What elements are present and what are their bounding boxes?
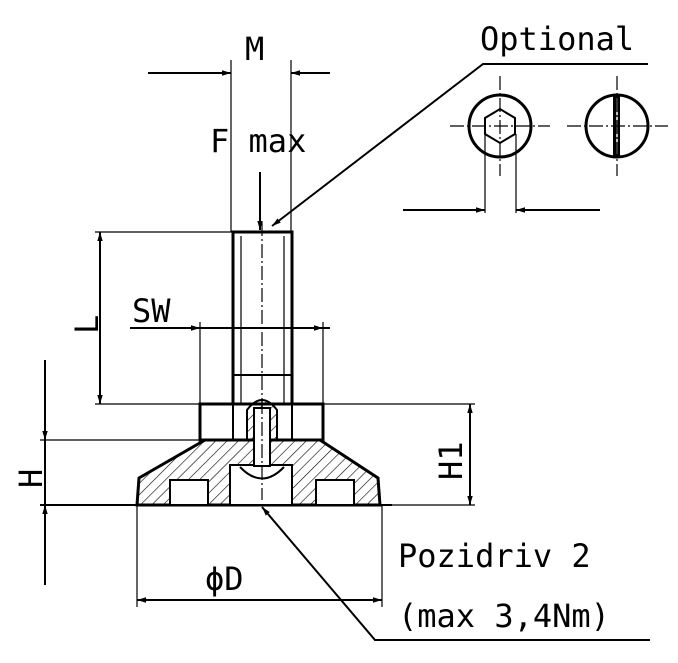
label-pozidriv: Pozidriv 2 xyxy=(398,537,591,575)
optional-leader xyxy=(271,63,648,227)
dimension-sw xyxy=(130,322,330,404)
dimension-m xyxy=(148,60,330,232)
dimension-d xyxy=(136,505,383,607)
label-optional: Optional xyxy=(480,20,634,58)
slotted-head-view xyxy=(567,76,668,176)
label-diameter-d: ϕD xyxy=(205,560,244,598)
label-h1: H1 xyxy=(432,441,470,480)
label-m: M xyxy=(245,30,264,68)
pozidriv-leader xyxy=(261,506,650,641)
label-l: L xyxy=(68,315,106,334)
hex-socket-head-view xyxy=(403,76,600,213)
label-sw: SW xyxy=(132,292,171,330)
base-pad xyxy=(135,399,382,507)
dimension-h xyxy=(40,360,205,585)
label-f-max: F max xyxy=(210,122,306,160)
label-h: H xyxy=(12,469,50,488)
dimension-h1 xyxy=(380,404,475,506)
label-torque: (max 3,4Nm) xyxy=(398,597,610,635)
